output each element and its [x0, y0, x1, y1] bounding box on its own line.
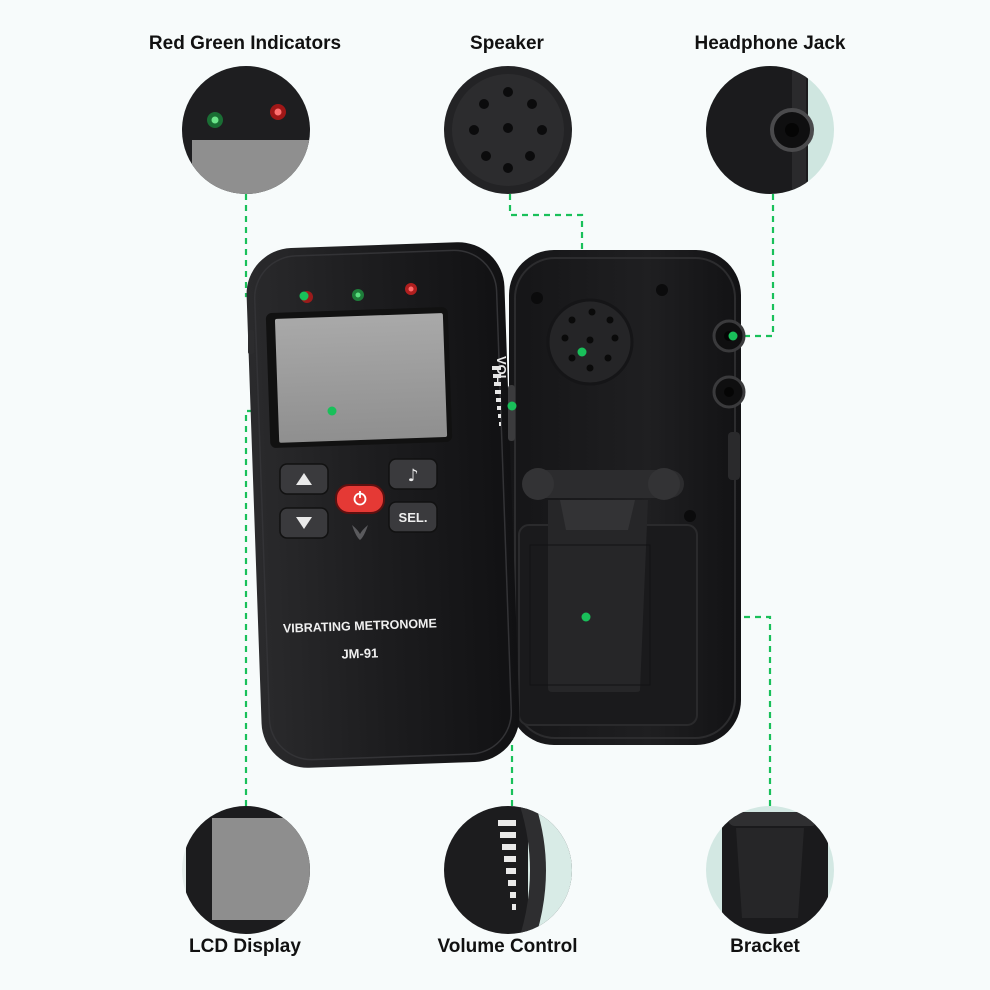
bracket-label: Bracket	[730, 936, 800, 957]
headphone-jack-zoom	[706, 66, 834, 194]
headphone-jack-label: Headphone Jack	[694, 33, 846, 54]
guide-dots	[299, 291, 738, 622]
volume-control-label: Volume Control	[437, 936, 578, 957]
model-number: JM-91	[341, 645, 378, 661]
volume-zoom	[444, 806, 572, 934]
vol-label: VOL.	[494, 356, 509, 386]
sel-button-label: SEL.	[399, 510, 428, 525]
indicators-label: Red Green Indicators	[148, 33, 342, 54]
device-back-view	[509, 250, 746, 745]
lcd-zoom	[182, 806, 310, 934]
speaker-zoom	[444, 66, 572, 194]
device-front-view: ♪ SEL. VIBRATING METRONOME JM-91 VOL.	[246, 242, 520, 768]
svg-text:♪: ♪	[408, 466, 419, 486]
indicators-zoom	[182, 66, 310, 194]
model-title: VIBRATING METRONOME	[283, 616, 437, 635]
speaker-label: Speaker	[470, 33, 544, 54]
lcd-display-label: LCD Display	[189, 936, 301, 957]
bracket-zoom	[706, 806, 834, 934]
